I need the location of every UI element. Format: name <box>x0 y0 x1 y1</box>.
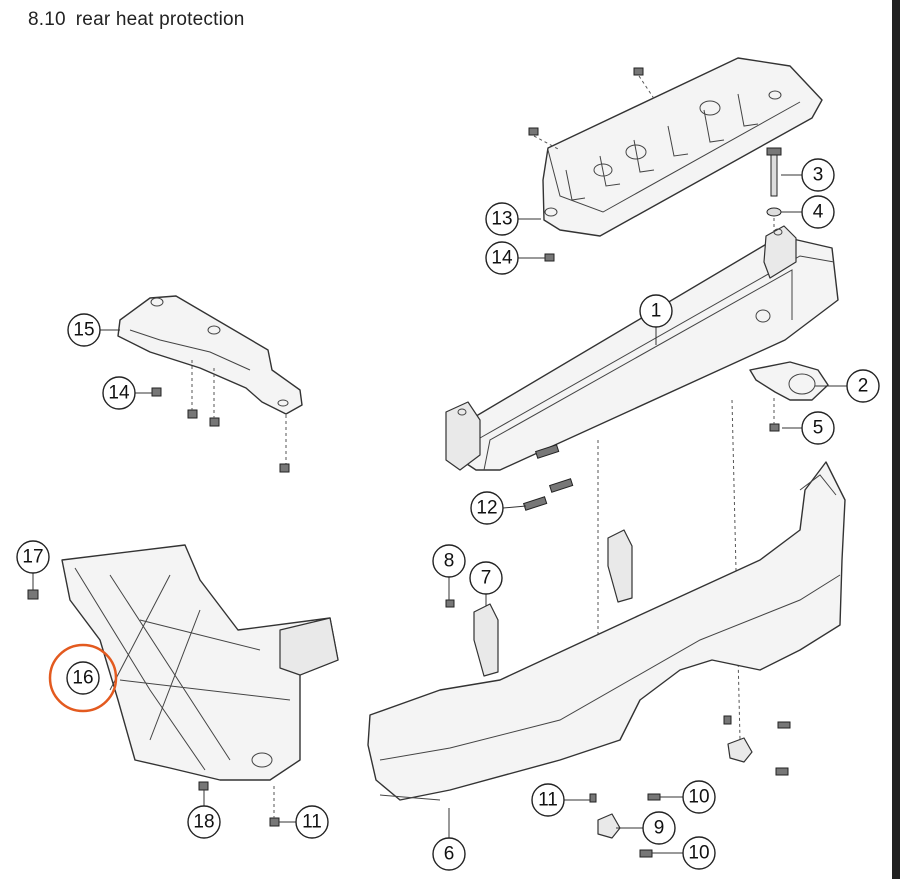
svg-text:9: 9 <box>654 818 665 839</box>
part-7-mount-bracket[interactable] <box>473 529 633 677</box>
svg-text:15: 15 <box>73 320 94 341</box>
leader-lines <box>32 174 848 854</box>
svg-text:8: 8 <box>444 551 455 572</box>
svg-text:3: 3 <box>813 165 824 186</box>
part-6-foam-absorber[interactable] <box>367 461 846 801</box>
callout-18[interactable]: 18 <box>187 805 221 839</box>
part-11-clip-left[interactable] <box>269 817 280 827</box>
part-17-nut[interactable] <box>27 589 39 600</box>
svg-text:14: 14 <box>491 248 513 269</box>
callout-7[interactable]: 7 <box>469 561 503 595</box>
part-3-bolt[interactable] <box>766 147 782 197</box>
svg-text:13: 13 <box>491 209 512 230</box>
callout-17[interactable]: 17 <box>16 540 50 574</box>
part-2-tow-bracket[interactable] <box>749 361 829 401</box>
svg-text:11: 11 <box>538 790 558 811</box>
callout-12[interactable]: 12 <box>470 491 504 525</box>
callout-14-left[interactable]: 14 <box>102 376 136 410</box>
page-title: 8.10 rear heat protection <box>28 9 255 31</box>
callout-11-right[interactable]: 11 <box>531 783 565 817</box>
part-12-bolts[interactable] <box>522 444 574 511</box>
page-edge-rail <box>892 0 900 879</box>
part-13-heat-shield[interactable] <box>542 57 823 237</box>
callout-10-upper[interactable]: 10 <box>682 780 716 814</box>
svg-text:17: 17 <box>22 547 43 568</box>
callout-3[interactable]: 3 <box>801 158 835 192</box>
part-4-washer[interactable] <box>766 207 782 217</box>
svg-text:7: 7 <box>481 568 492 589</box>
svg-text:4: 4 <box>813 202 824 223</box>
part-5-nut[interactable] <box>769 423 780 432</box>
svg-text:5: 5 <box>813 418 824 439</box>
callout-9[interactable]: 9 <box>642 811 676 845</box>
part-16-side-bracket[interactable] <box>61 544 339 781</box>
svg-text:1: 1 <box>651 301 662 322</box>
callout-15[interactable]: 15 <box>67 313 101 347</box>
part-9-clip-bracket[interactable] <box>597 737 753 839</box>
callout-14-upper[interactable]: 14 <box>485 241 519 275</box>
svg-text:14: 14 <box>108 383 130 404</box>
callout-4[interactable]: 4 <box>801 195 835 229</box>
svg-text:16: 16 <box>72 668 93 689</box>
part-14-nuts[interactable] <box>151 387 290 473</box>
part-8-nut[interactable] <box>445 599 455 608</box>
callout-2[interactable]: 2 <box>846 369 880 403</box>
svg-text:10: 10 <box>688 787 709 808</box>
callout-1[interactable]: 1 <box>639 294 673 328</box>
svg-text:18: 18 <box>193 812 214 833</box>
callout-16[interactable]: 16 <box>66 661 100 695</box>
svg-text:6: 6 <box>444 844 455 865</box>
callout-5[interactable]: 5 <box>801 411 835 445</box>
part-15-heat-shield[interactable] <box>117 295 303 415</box>
callout-13[interactable]: 13 <box>485 202 519 236</box>
part-18-screw[interactable] <box>198 781 209 791</box>
callout-6[interactable]: 6 <box>432 837 466 871</box>
callout-8[interactable]: 8 <box>432 544 466 578</box>
svg-text:2: 2 <box>858 376 869 397</box>
svg-text:11: 11 <box>302 812 322 833</box>
callout-10-lower[interactable]: 10 <box>682 836 716 870</box>
highlight-ring <box>48 643 118 713</box>
part-11-clip-right[interactable] <box>589 715 732 803</box>
section-title: rear heat protection <box>75 9 245 30</box>
callout-11-left[interactable]: 11 <box>295 805 329 839</box>
part-1-bumper-beam[interactable] <box>445 225 839 471</box>
svg-text:12: 12 <box>476 498 497 519</box>
section-number: 8.10 <box>28 9 66 30</box>
svg-text:10: 10 <box>688 843 709 864</box>
